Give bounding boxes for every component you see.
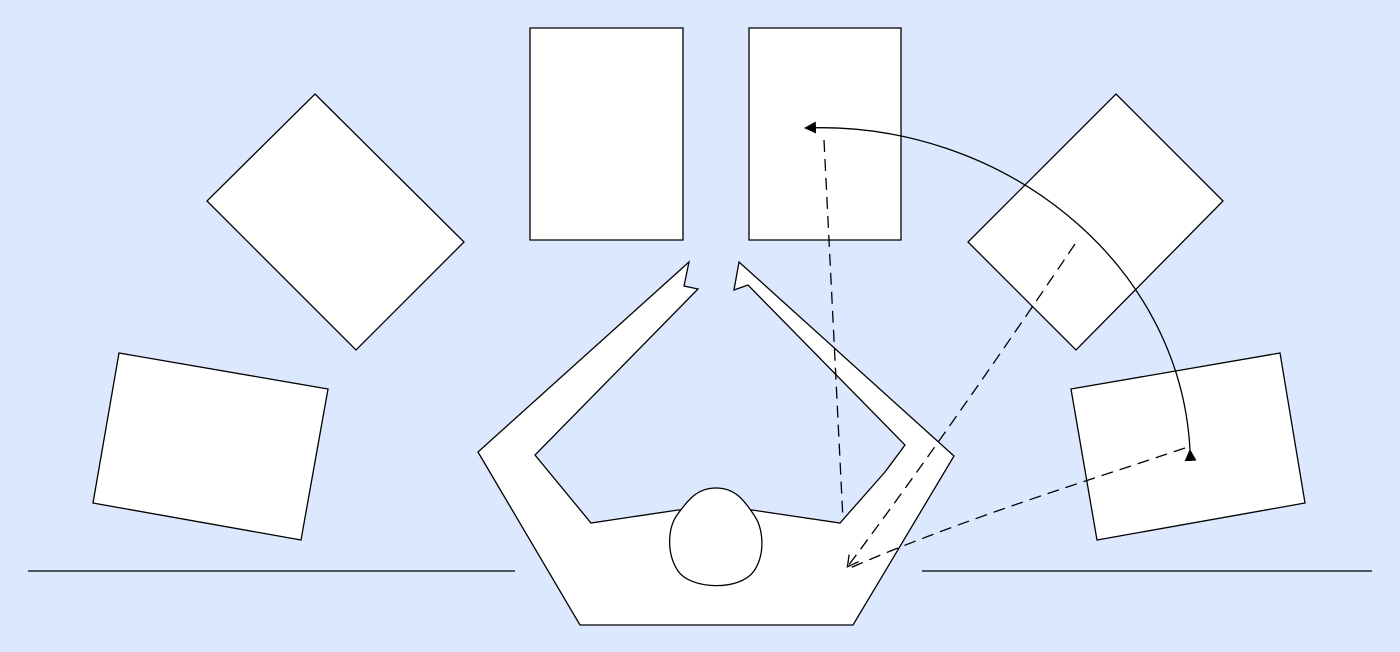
- sight-line-diagonal: [848, 243, 1076, 566]
- rotation-arrow: [804, 121, 1197, 462]
- panel-top-left: [529, 27, 684, 241]
- operator-head: [668, 487, 763, 587]
- panel-top-right: [748, 27, 902, 241]
- panel-left-diagonal: [206, 93, 465, 351]
- panel-far-left: [92, 352, 329, 541]
